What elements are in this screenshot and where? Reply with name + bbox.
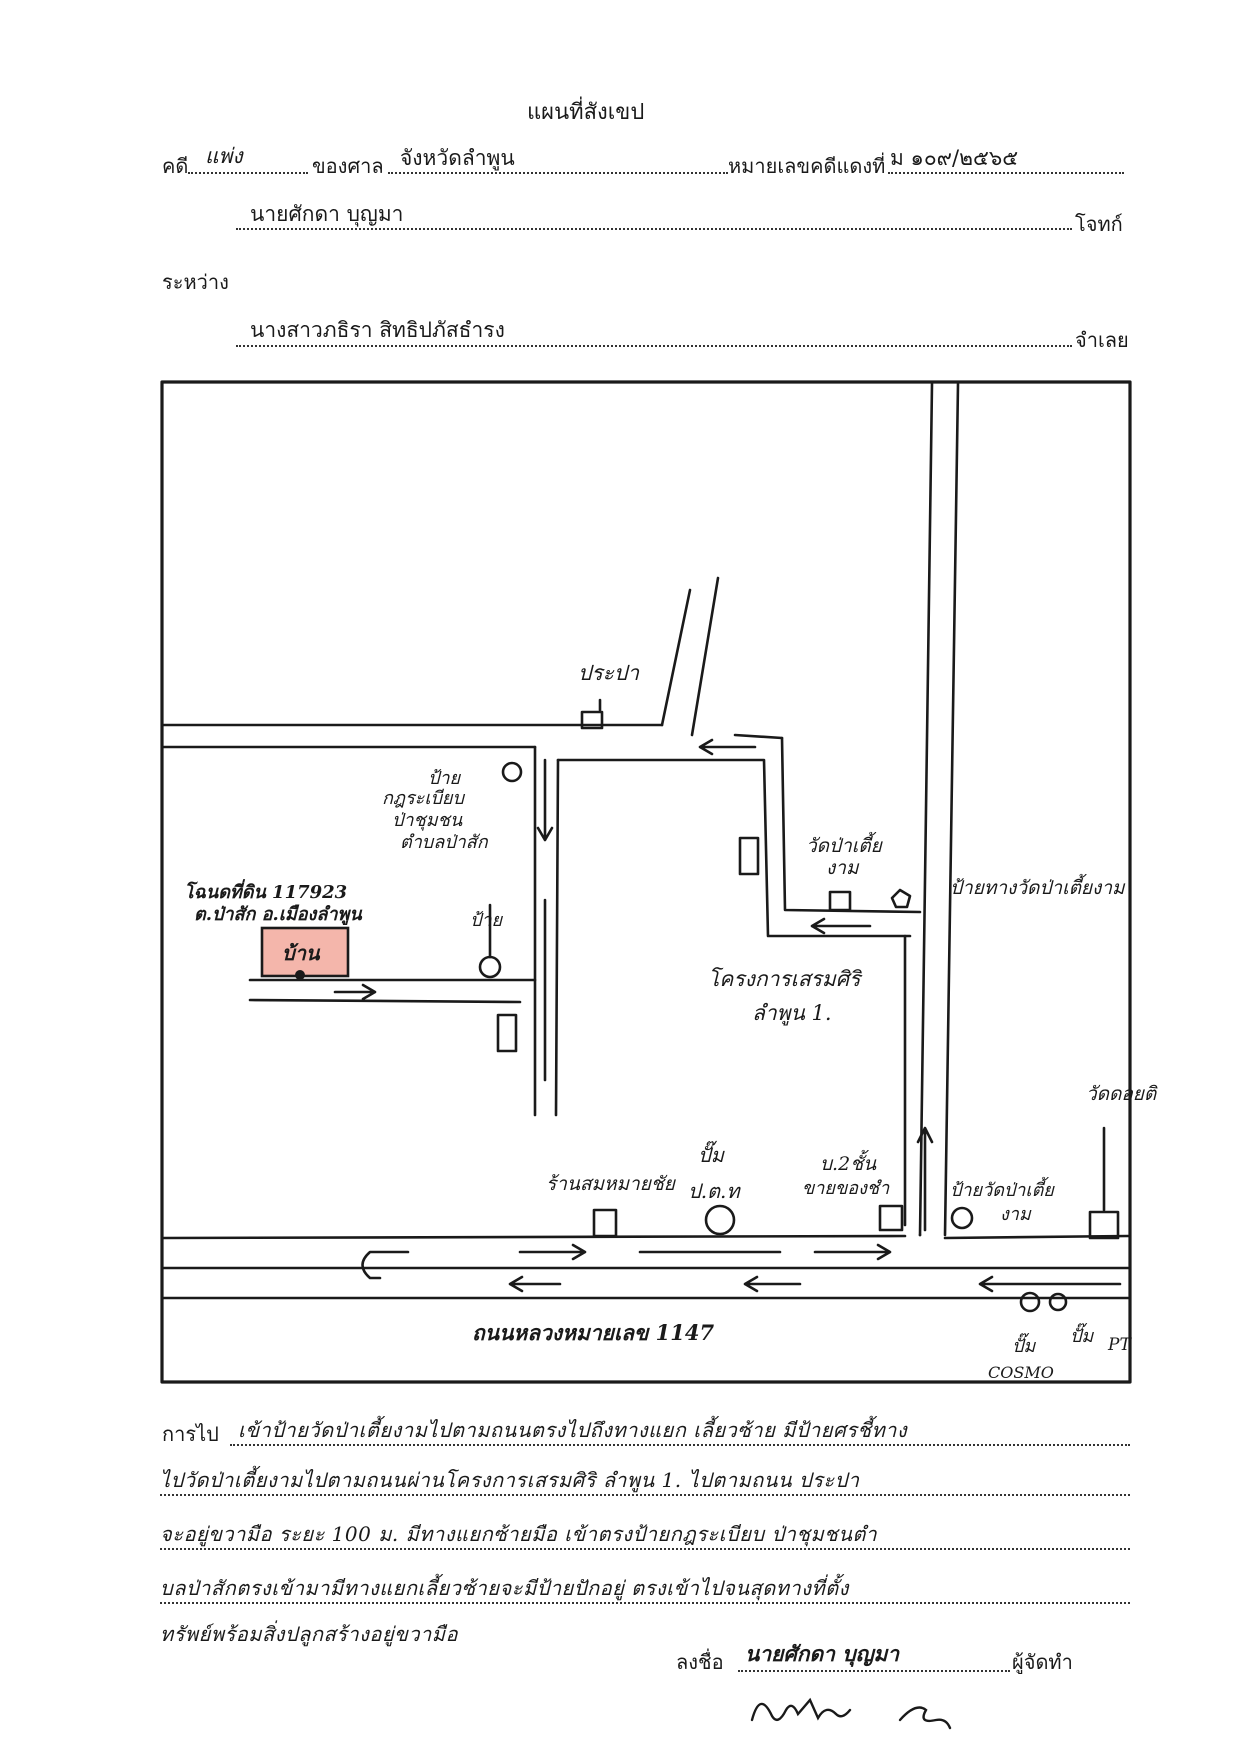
arrow-left-highway-2 [743, 1275, 802, 1293]
label-project-2: ลำพูน 1. [752, 1001, 832, 1026]
defendant-dotline [236, 345, 1072, 347]
case-type: แพ่ง [205, 144, 243, 168]
directions-label: การไป [162, 1422, 219, 1446]
handwritten-signature [750, 1697, 952, 1730]
temple-road-top [780, 736, 922, 914]
temple-landmark [828, 890, 852, 912]
signature-dotline [738, 1670, 1010, 1672]
plaintiff-name: นายศักดา บุญมา [250, 202, 404, 226]
signature-name: นายศักดา บุญมา [745, 1641, 900, 1666]
directions-dotline-2 [160, 1494, 1130, 1496]
temple-sign-circle [950, 1206, 974, 1230]
label-building-2: ขายของชำ [802, 1178, 890, 1199]
case-type-dotline [188, 172, 308, 174]
label-temple-sign: ป้ายทางวัดป่าเตี้ยงาม [950, 873, 1126, 899]
label-temple-sign2-2: งาม [1000, 1204, 1032, 1225]
arrow-down-inner [536, 758, 554, 842]
sign-circle-small [478, 955, 502, 979]
label-sign-text-2: ป่าชุมชน [392, 810, 463, 831]
label-temple-2: งาม [826, 857, 860, 879]
plaintiff-dotline [236, 228, 1072, 230]
court-dotline [388, 172, 728, 174]
label-project-1: โครงการเสรมศิริ [708, 967, 863, 991]
label-doi-ti: วัดดอยติ [1086, 1083, 1158, 1105]
side-landmark [496, 1013, 518, 1053]
road-right-outer-left [918, 382, 934, 1237]
label-temple-1: วัดป่าเตี้ย [806, 831, 884, 857]
label-sign-prefix: ป้าย [428, 768, 462, 789]
directions-dotline-4 [160, 1602, 1130, 1604]
defendant-name: นางสาวภธิรา สิทธิปภัสธำรง [250, 318, 505, 342]
label-cosmo-pump-2: COSMO [988, 1363, 1054, 1382]
label-ptt-pump-2: ป.ต.ท [688, 1179, 741, 1203]
house-pin [295, 970, 305, 980]
label-pt-pump-1: ปั๊ม [1070, 1322, 1094, 1347]
label-cosmo-pump-1: ปั๊ม [1012, 1332, 1036, 1357]
cosmo-pump-circle [1019, 1291, 1041, 1313]
label-ptt-pump-1: ปั๊ม [698, 1140, 726, 1167]
diagonal-road-left [660, 588, 692, 727]
label-building-1: บ.2ชั้น [820, 1149, 877, 1175]
inner-road-left-inner [554, 758, 560, 1117]
label-highway: ถนนหลวงหมายเลข 1147 [472, 1320, 715, 1345]
label-sign-text-3: ตำบลป่าสัก [400, 832, 489, 853]
directions-line-4: บลป่าสักตรงเข้ามามีทางแยกเลี้ยวซ้ายจะมีป… [160, 1576, 849, 1600]
label-sign-small: ป้าย [470, 910, 504, 931]
diagonal-road-right [690, 576, 720, 737]
upper-road-top [162, 723, 784, 740]
arrow-right-highway-1 [518, 1243, 587, 1261]
temple-sign-marker [890, 888, 912, 909]
case-label: คดี [162, 154, 189, 178]
shop-landmark [592, 1208, 618, 1238]
arrow-left-highway-3 [978, 1275, 1122, 1293]
ptt-pump-circle [704, 1204, 736, 1236]
signature-label: ลงชื่อ [676, 1650, 724, 1674]
directions-line-3: จะอยู่ขวามือ ระยะ 100 ม. มีทางแยกซ้ายมือ… [160, 1522, 878, 1546]
court-label: ของศาล [312, 154, 384, 178]
case-number-dotline [888, 172, 1124, 174]
label-temple-sign2-1: ป้ายวัดป่าเตี้ย [950, 1176, 1055, 1201]
house-road-bottom [248, 998, 522, 1004]
defendant-role: จำเลย [1075, 328, 1129, 352]
label-house: บ้าน [282, 941, 321, 965]
inner-landmark [738, 836, 760, 876]
directions-line-2: ไปวัดป่าเตี้ยงามไปตามถนนผ่านโครงการเสรมศ… [160, 1468, 860, 1492]
road-right-outer-right [943, 382, 960, 1237]
case-number-label: หมายเลขคดีแดงที่ [728, 154, 886, 178]
between-label: ระหว่าง [162, 270, 229, 294]
doi-ti-landmark [1088, 1210, 1120, 1240]
arrow-left-highway-1 [508, 1275, 562, 1293]
label-pt-pump-2: PT [1107, 1335, 1132, 1355]
arrow-up-project [916, 1126, 934, 1232]
pracha-landmark [580, 710, 604, 730]
inner-road-upper-right [556, 758, 912, 938]
court-name: จังหวัดลำพูน [400, 146, 515, 170]
label-pracha: ประปา [578, 661, 640, 685]
label-deed-2: ต.ป่าสัก อ.เมืองลำพูน [194, 904, 363, 926]
label-shop: ร้านสมหมายชัย [546, 1173, 677, 1195]
house-box [260, 926, 350, 978]
label-sign-text-1: กฎระเบียบ [382, 788, 465, 809]
sign-circle-top [501, 761, 523, 783]
arrow-left-upper [698, 738, 757, 756]
arrow-left-temple [810, 917, 872, 935]
arrow-right-highway-2 [813, 1243, 892, 1261]
directions-line-5: ทรัพย์พร้อมสิ่งปลูกสร้างอยู่ขวามือ [160, 1622, 458, 1646]
document-title: แผนที่สังเขป [527, 100, 645, 125]
label-deed-1: โฉนดที่ดิน 117923 [184, 879, 347, 903]
directions-dotline-3 [160, 1548, 1130, 1550]
case-number: ม ๑๐๙/๒๕๖๕ [890, 146, 1019, 170]
highway-top [162, 1234, 1130, 1240]
map-frame [160, 380, 1132, 1384]
arrow-right-house [333, 983, 377, 1001]
building-landmark [878, 1204, 904, 1232]
directions-line-1: เข้าป้ายวัดป่าเตี้ยงามไปตามถนนตรงไปถึงทา… [238, 1418, 908, 1442]
plaintiff-role: โจทก์ [1075, 212, 1123, 236]
signature-role: ผู้จัดทำ [1012, 1650, 1073, 1674]
pt-pump-circle [1048, 1292, 1068, 1312]
directions-dotline-1 [230, 1444, 1130, 1446]
u-turn-arrow [361, 1250, 410, 1280]
